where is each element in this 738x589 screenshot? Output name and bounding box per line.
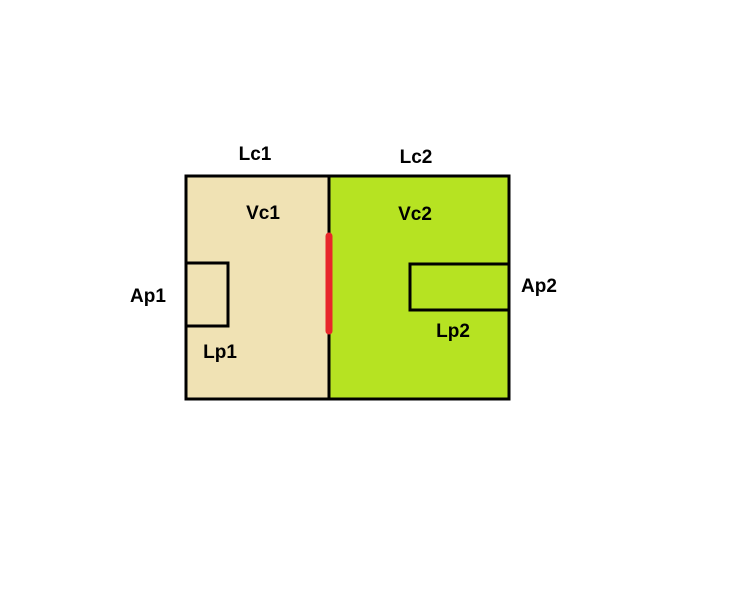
label-lc2: Lc2 — [400, 147, 433, 168]
label-lp2: Lp2 — [436, 321, 470, 342]
chamber-2 — [327, 174, 511, 401]
chamber-1 — [184, 174, 331, 401]
label-ap1: Ap1 — [130, 286, 166, 307]
label-lp1: Lp1 — [203, 342, 237, 363]
port-1 — [184, 261, 230, 328]
label-ap2: Ap2 — [521, 276, 557, 297]
port-2 — [408, 262, 511, 312]
label-vc1: Vc1 — [246, 203, 280, 224]
label-lc1: Lc1 — [239, 144, 272, 165]
label-vc2: Vc2 — [398, 204, 432, 225]
